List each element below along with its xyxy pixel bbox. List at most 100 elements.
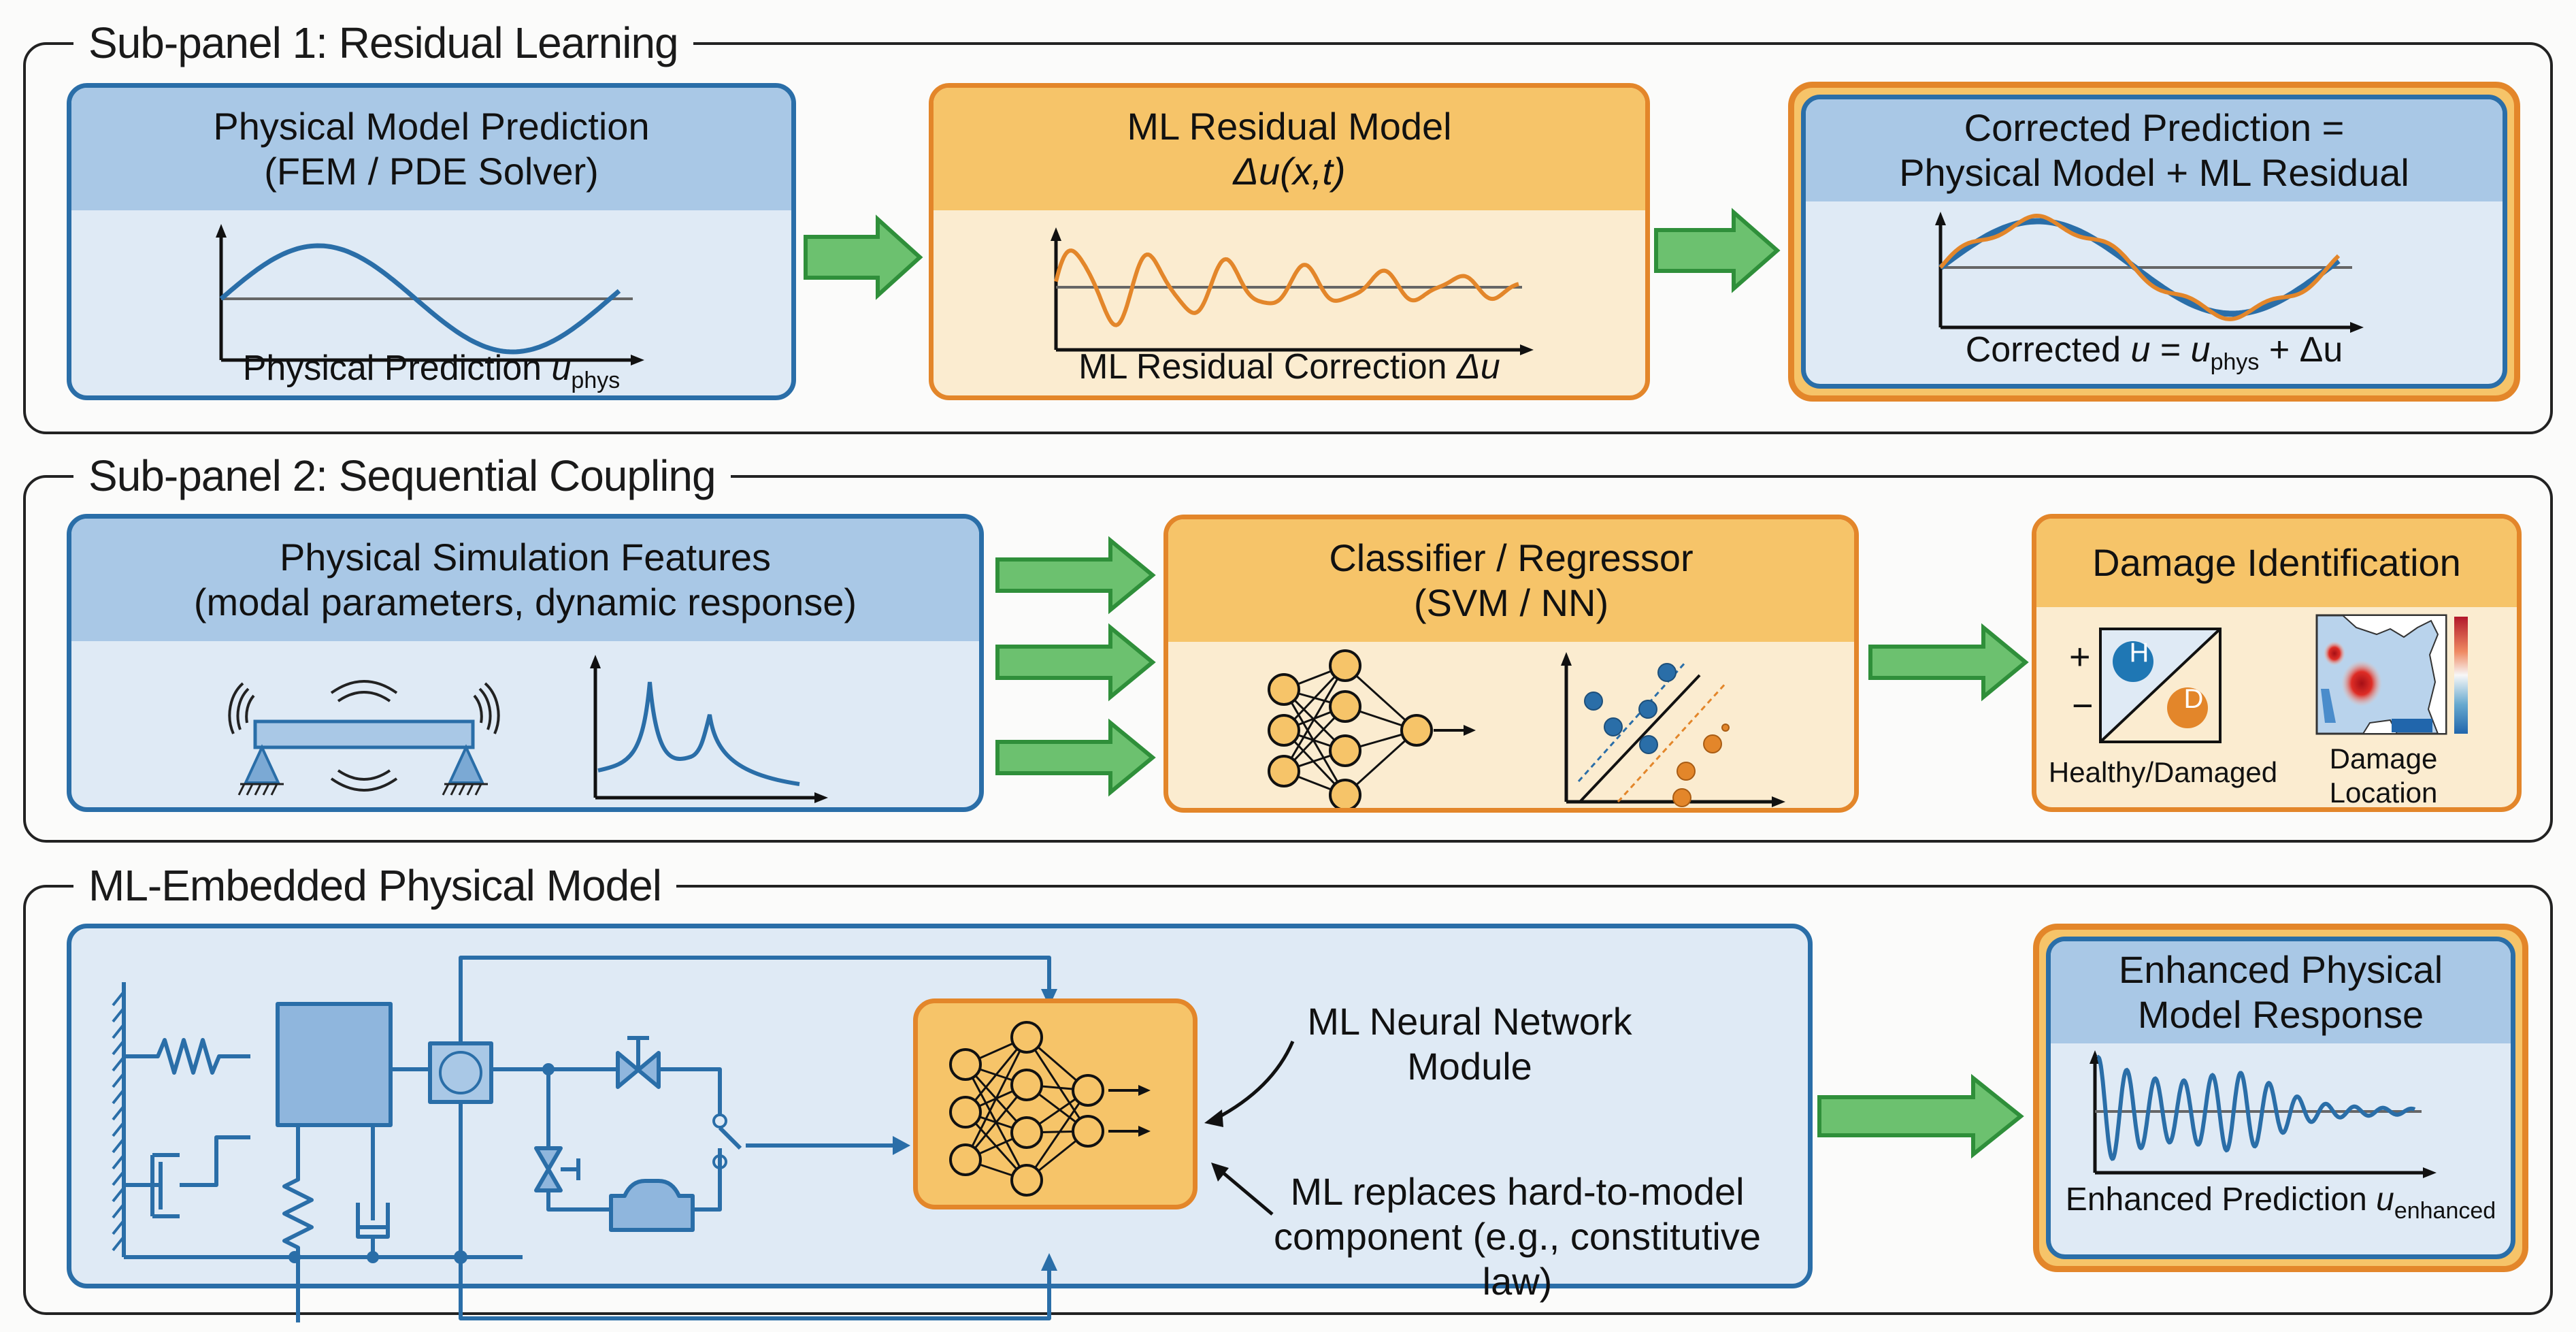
x-axis-arrowhead xyxy=(631,355,644,366)
box-subtitle: (SVM / NN) xyxy=(1413,581,1609,624)
plot-caption: ML Residual Correction Δu xyxy=(1078,347,1500,387)
nn-edge xyxy=(1025,1090,1089,1181)
nn-edge xyxy=(1283,665,1347,772)
nn-node xyxy=(1329,734,1361,767)
plot-caption: Enhanced Prediction uenhanced xyxy=(2065,1182,2496,1224)
panel-title: Sub-panel 1: Residual Learning xyxy=(73,14,693,72)
box-header: Physical Simulation Features (modal para… xyxy=(71,519,979,641)
physical-simulation-features-box: Physical Simulation Features (modal para… xyxy=(67,514,984,812)
damper xyxy=(124,1135,250,1218)
nn-node xyxy=(1010,1164,1043,1197)
nn-node xyxy=(1329,649,1361,682)
nn-node xyxy=(1010,1021,1043,1054)
y-axis-arrowhead xyxy=(1051,227,1061,241)
ml-residual-model-box: ML Residual Model Δu(x,t) ML Residual Co… xyxy=(929,83,1650,400)
nn-node xyxy=(949,1143,982,1176)
plus-sign: + xyxy=(2069,636,2091,677)
panel-title: ML-Embedded Physical Model xyxy=(73,856,676,915)
ml-residual-plot xyxy=(1051,227,1534,355)
panel-residual-learning: Sub-panel 1: Residual Learning xyxy=(23,14,2553,434)
spring xyxy=(282,1125,314,1322)
nn-node xyxy=(1329,779,1361,808)
box-subtitle: (modal parameters, dynamic response) xyxy=(193,581,857,623)
valve xyxy=(616,1051,661,1089)
box-subtitle: Model Response xyxy=(2137,993,2424,1036)
box-header: Corrected Prediction = Physical Model + … xyxy=(1806,99,2503,201)
panel-ml-embedded-physical-model: ML-Embedded Physical Model xyxy=(23,856,2553,1315)
spring xyxy=(124,1038,250,1075)
residual-curve xyxy=(1054,248,1519,327)
box-header: Classifier / Regressor (SVM / NN) xyxy=(1168,519,1854,642)
damped-oscillation-curve xyxy=(2096,1054,2416,1161)
enhanced-prediction-plot xyxy=(2090,1050,2437,1178)
plot-caption: Corrected u = uphys + Δu xyxy=(1965,330,2343,375)
box-subtitle: Physical Model + ML Residual xyxy=(1899,151,2409,194)
nn-node xyxy=(1010,1069,1043,1101)
flow-arrow xyxy=(1654,208,1781,293)
neural-network-icon xyxy=(949,1021,1151,1197)
nn-node xyxy=(1072,1074,1104,1107)
flow-arrow xyxy=(995,623,1156,702)
x-axis-arrowhead xyxy=(2423,1167,2437,1178)
y-axis-arrowhead xyxy=(1935,212,1946,225)
pump xyxy=(609,1179,695,1232)
y-axis-arrowhead xyxy=(216,224,227,238)
plot-caption: Physical Prediction uphys xyxy=(242,348,621,393)
nn-node xyxy=(1072,1115,1104,1148)
mechanical-hydraulic-schematic xyxy=(112,956,1057,1322)
flow-arrow xyxy=(804,214,923,300)
damage-identification-box: Damage Identification + − H D Healthy/Da… xyxy=(2032,514,2522,812)
nn-node xyxy=(1268,755,1300,787)
nn-node xyxy=(949,1048,982,1081)
damage-location-heatmap xyxy=(2315,614,2468,735)
panel-sequential-coupling: Sub-panel 2: Sequential Coupling xyxy=(23,446,2553,843)
flow-arrow xyxy=(1817,1073,2024,1159)
frequency-response-plot xyxy=(590,655,828,803)
neural-network-icon xyxy=(1268,649,1476,808)
nn-edge xyxy=(1283,689,1347,796)
healthy-damaged-label: Healthy/Damaged xyxy=(2048,756,2278,788)
box-header: Enhanced Physical Model Response xyxy=(2051,941,2511,1043)
ml-neural-network-module xyxy=(913,998,1198,1209)
svm-scatter-plot xyxy=(1561,652,1785,807)
box-subtitle: Δu(x,t) xyxy=(1233,150,1346,193)
classifier-regressor-box: Classifier / Regressor (SVM / NN) xyxy=(1163,515,1859,813)
panel-title: Sub-panel 2: Sequential Coupling xyxy=(73,446,731,505)
vibrating-beam-icon xyxy=(228,680,500,796)
healthy-damaged-icon xyxy=(2099,628,2222,743)
damage-location-label: Damage Location xyxy=(2329,743,2438,809)
box-subtitle: (FEM / PDE Solver) xyxy=(264,150,599,193)
box-title: Damage Identification xyxy=(2092,541,2461,584)
ml-replaces-note: ML replaces hard-to-model component (e.g… xyxy=(1274,1170,1761,1303)
corrected-curve xyxy=(1938,213,2341,321)
healthy-badge: H xyxy=(2129,638,2149,668)
nn-node xyxy=(1268,714,1300,747)
box-title: Physical Simulation Features xyxy=(279,536,772,579)
flow-arrow xyxy=(1868,623,2029,702)
valve xyxy=(534,1146,563,1192)
nn-edge xyxy=(964,1037,1028,1160)
box-title: Classifier / Regressor xyxy=(1329,536,1694,579)
annotation-arrow xyxy=(1204,1041,1295,1216)
x-axis-arrowhead xyxy=(2350,322,2364,333)
nn-node xyxy=(1268,673,1300,706)
x-axis-arrowhead xyxy=(1520,344,1534,355)
flow-arrow xyxy=(995,718,1156,797)
mass-block xyxy=(276,1002,393,1127)
physical-model-prediction-box: Physical Model Prediction (FEM / PDE Sol… xyxy=(67,83,796,400)
corrected-prediction-box: Corrected Prediction = Physical Model + … xyxy=(1788,82,2520,402)
box-title: ML Residual Model xyxy=(1127,105,1452,148)
nn-node xyxy=(1400,714,1433,747)
box-title: Corrected Prediction = xyxy=(1964,106,2345,149)
nn-node xyxy=(1010,1116,1043,1149)
box-header: ML Residual Model Δu(x,t) xyxy=(934,88,1645,210)
nn-node xyxy=(1329,690,1361,723)
box-title: Physical Model Prediction xyxy=(213,105,650,148)
physical-prediction-plot xyxy=(216,224,644,366)
box-header: Physical Model Prediction (FEM / PDE Sol… xyxy=(71,88,791,210)
enhanced-response-box: Enhanced Physical Model Response Enhance… xyxy=(2033,924,2528,1272)
sine-curve xyxy=(219,243,621,355)
ml-nn-module-note: ML Neural Network Module xyxy=(1307,1000,1632,1088)
box-title: Enhanced Physical xyxy=(2118,948,2443,991)
nn-edge xyxy=(1025,1037,1089,1132)
